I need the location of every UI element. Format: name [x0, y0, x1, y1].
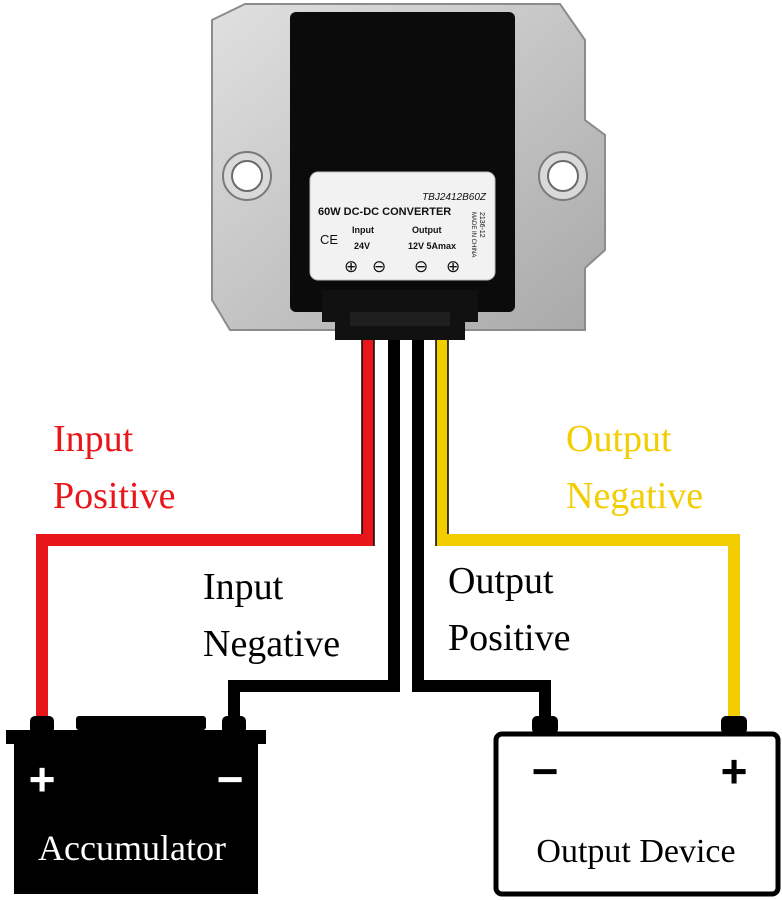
input-minus-terminal-icon: ⊖ [372, 257, 386, 276]
accumulator-terminal-negative [222, 716, 246, 734]
dc-dc-converter: TBJ2412B60Z 60W DC-DC CONVERTER CE Input… [211, 3, 606, 340]
output-device-plus-sign: + [721, 745, 748, 797]
converter-label [309, 171, 496, 281]
label-input-negative-line2: Negative [203, 623, 340, 665]
output-plus-terminal-icon: ⊕ [446, 257, 460, 276]
accumulator-label: Accumulator [38, 828, 226, 868]
output-value: 12V 5Amax [408, 241, 456, 251]
output-device-label: Output Device [536, 833, 735, 870]
accumulator: + − Accumulator [6, 716, 266, 894]
side-code: 2136-12 [478, 212, 485, 238]
ce-mark: CE [320, 232, 338, 247]
output-minus-terminal-icon: ⊖ [414, 257, 428, 276]
converter-model: TBJ2412B60Z [422, 192, 487, 203]
label-input-positive-line2: Positive [53, 475, 175, 517]
output-device-minus-sign: − [532, 745, 559, 797]
accumulator-lid [6, 730, 266, 744]
input-value: 24V [354, 241, 370, 251]
wire-output-negative [436, 340, 740, 722]
label-output-positive-line2: Positive [448, 617, 570, 659]
side-origin: MADE IN CHINA [470, 212, 476, 257]
wire-output-positive [412, 340, 551, 722]
input-plus-terminal-icon: ⊕ [344, 257, 358, 276]
accumulator-minus-sign: − [217, 753, 244, 805]
label-output-negative-line2: Negative [566, 475, 703, 517]
accumulator-top-strip [76, 716, 206, 730]
output-device-terminal-negative [532, 716, 558, 734]
accumulator-plus-sign: + [29, 753, 56, 805]
wire-input-negative [228, 340, 400, 722]
output-label: Output [412, 225, 442, 235]
label-output-positive-line1: Output [448, 560, 554, 602]
converter-title: 60W DC-DC CONVERTER [318, 206, 451, 218]
label-output-negative-line1: Output [566, 418, 672, 460]
accumulator-terminal-positive [30, 716, 54, 734]
wire-labels: Input Positive Input Negative Output Neg… [53, 418, 703, 665]
label-input-positive-line1: Input [53, 418, 134, 460]
output-device-body [493, 731, 781, 897]
accumulator-body [14, 744, 258, 894]
wire-input-positive [36, 340, 374, 722]
input-label: Input [352, 225, 374, 235]
output-device-terminal-positive [721, 716, 747, 734]
label-input-negative-line1: Input [203, 566, 284, 608]
wires [36, 340, 740, 722]
output-device: − + Output Device [493, 716, 781, 897]
